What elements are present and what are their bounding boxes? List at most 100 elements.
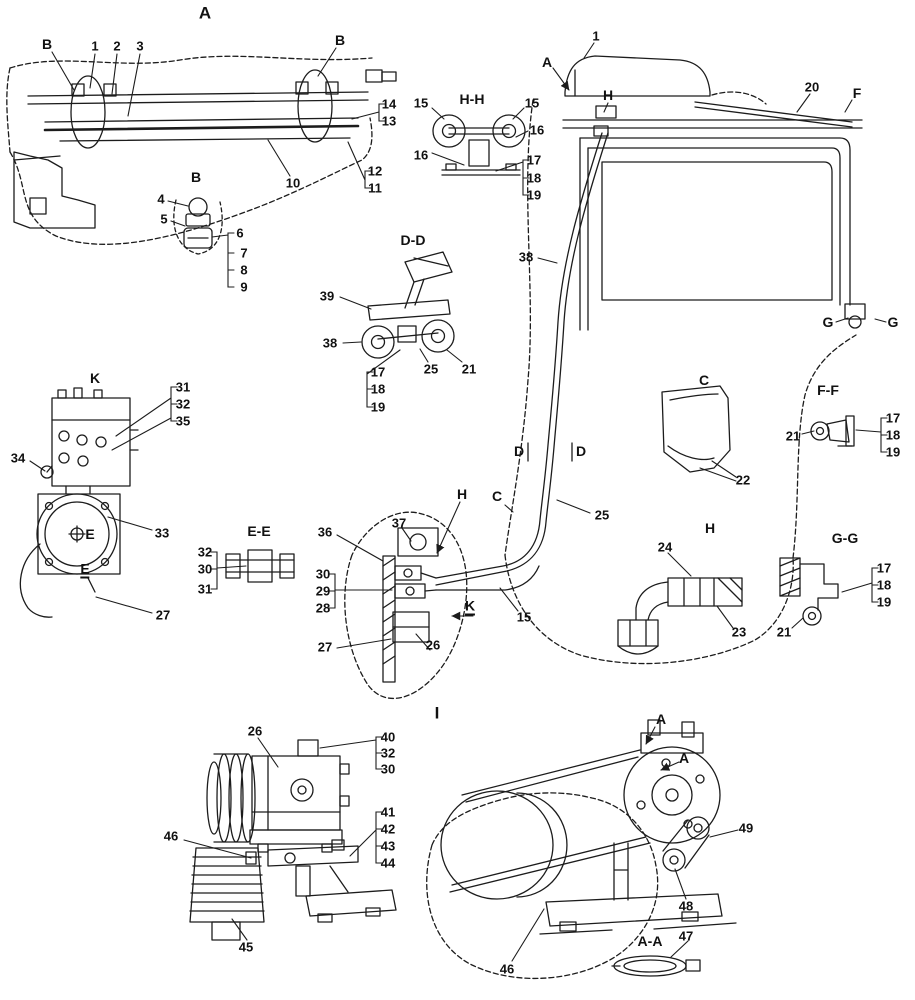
detail-b (173, 197, 223, 255)
callout-28: 28 (315, 600, 331, 616)
view-label-h: H (704, 520, 716, 536)
section-h-elbow (617, 577, 743, 655)
view-label-b: B (190, 169, 202, 185)
callout-39: 39 (319, 288, 335, 304)
section-dd (361, 251, 455, 359)
view-label-i: I (434, 703, 440, 723)
callout-1: 1 (91, 38, 99, 54)
callout-32: 32 (197, 544, 213, 560)
callout-42: 42 (380, 821, 396, 837)
callout-3: 3 (136, 38, 144, 54)
view-label-k: K (89, 370, 101, 386)
section-ff (810, 415, 855, 447)
callout-30: 30 (315, 566, 331, 582)
callout-24: 24 (657, 539, 673, 555)
callout-22: 22 (735, 472, 751, 488)
view-label-d: D (513, 443, 525, 459)
view-label-f-f: F-F (817, 382, 839, 398)
callout-19: 19 (370, 399, 386, 415)
callout-38: 38 (518, 249, 534, 265)
callout-12: 12 (367, 163, 383, 179)
view-label-a: A (678, 750, 690, 766)
view-label-c: C (491, 488, 503, 504)
view-label-g: G (822, 314, 834, 330)
view-label-e-e: E-E (247, 523, 271, 539)
callout-17: 17 (526, 152, 542, 168)
section-ee (225, 549, 295, 583)
callout-32: 32 (175, 396, 191, 412)
callout-25: 25 (594, 507, 610, 523)
callout-10: 10 (285, 175, 301, 191)
view-label-h: H (602, 87, 614, 103)
callout-8: 8 (240, 262, 248, 278)
callout-46: 46 (499, 961, 515, 977)
view-label-e: E (85, 526, 95, 542)
view-label-h: H (456, 486, 468, 502)
callout-34: 34 (10, 450, 26, 466)
machine-cab (504, 55, 866, 665)
view-label-a: A (655, 711, 667, 727)
callout-5: 5 (160, 211, 168, 227)
callout-15: 15 (524, 95, 540, 111)
callout-19: 19 (885, 444, 901, 460)
callout-32: 32 (380, 745, 396, 761)
assembly-top-frame (6, 55, 397, 245)
callout-43: 43 (380, 838, 396, 854)
callout-29: 29 (315, 583, 331, 599)
callout-15: 15 (413, 95, 429, 111)
view-label-b: B (334, 32, 346, 48)
hydraulic-hoses (435, 125, 609, 591)
callout-9: 9 (240, 279, 248, 295)
callout-20: 20 (804, 79, 820, 95)
view-label-a: A (541, 54, 553, 70)
leader-lines (29, 42, 888, 962)
callout-45: 45 (238, 939, 254, 955)
section-c-part (661, 385, 731, 473)
callout-33: 33 (154, 525, 170, 541)
callout-40: 40 (380, 729, 396, 745)
callout-30: 30 (197, 561, 213, 577)
callout-11: 11 (368, 180, 382, 196)
callout-23: 23 (731, 624, 747, 640)
callout-27: 27 (155, 607, 171, 623)
callout-31: 31 (175, 379, 191, 395)
callout-6: 6 (236, 225, 244, 241)
callout-21: 21 (776, 624, 792, 640)
callout-26: 26 (247, 723, 263, 739)
callout-7: 7 (240, 245, 248, 261)
callout-47: 47 (678, 928, 694, 944)
view-label-k: K (464, 597, 476, 616)
callout-13: 13 (381, 113, 397, 129)
callout-36: 36 (317, 524, 333, 540)
callout-15: 15 (516, 609, 532, 625)
view-label-f: F (852, 85, 862, 101)
callout-18: 18 (885, 427, 901, 443)
callout-18: 18 (876, 577, 892, 593)
callout-4: 4 (157, 191, 165, 207)
callout-48: 48 (678, 898, 694, 914)
view-label-b: B (41, 36, 53, 52)
callout-31: 31 (197, 581, 213, 597)
view-label-g-g: G-G (831, 530, 859, 546)
callout-46: 46 (163, 828, 179, 844)
callout-17: 17 (876, 560, 892, 576)
view-label-d-d: D-D (400, 232, 426, 248)
callout-16: 16 (529, 122, 545, 138)
callout-25: 25 (423, 361, 439, 377)
callout-49: 49 (738, 820, 754, 836)
view-label-e: E (80, 560, 90, 579)
callout-19: 19 (526, 187, 542, 203)
callout-17: 17 (885, 410, 901, 426)
callout-21: 21 (461, 361, 477, 377)
section-k (19, 387, 139, 618)
callout-38: 38 (322, 335, 338, 351)
callout-14: 14 (381, 96, 397, 112)
callout-1: 1 (592, 28, 600, 44)
callout-16: 16 (413, 147, 429, 163)
belt-drive-assembly (426, 719, 737, 980)
callout-41: 41 (380, 804, 396, 820)
callout-27: 27 (317, 639, 333, 655)
callout-37: 37 (391, 515, 407, 531)
